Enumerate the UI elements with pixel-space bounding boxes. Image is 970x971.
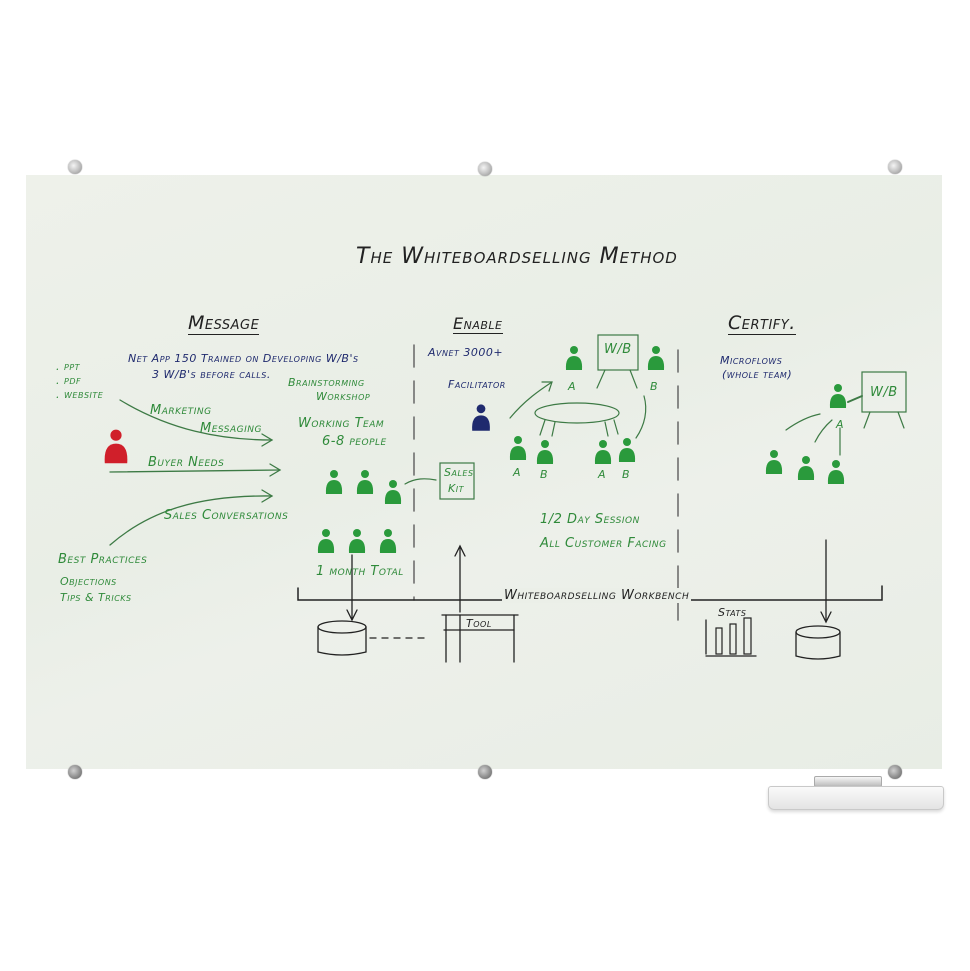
mount-top-left <box>68 160 82 174</box>
label-sales-conversations: Sales Conversations <box>164 508 289 523</box>
message-note-line2: 3 W/B's before calls. <box>152 368 271 381</box>
certify-role-a: A <box>836 418 845 431</box>
mount-top-right <box>888 160 902 174</box>
facilitator-figure-navy <box>472 404 490 431</box>
sales-kit-label-1: Sales <box>444 466 474 479</box>
whole-team-label: (whole team) <box>722 368 793 381</box>
bullet-ppt: . ppt <box>56 360 81 373</box>
sales-kit-label-2: Kit <box>448 482 464 495</box>
stats-label: Stats <box>718 606 747 619</box>
buyer-figure-red <box>104 429 128 464</box>
label-messaging: Messaging <box>200 421 262 436</box>
enable-wb-label: W/B <box>604 342 632 357</box>
role-b-top: B <box>650 380 659 393</box>
label-marketing: Marketing <box>150 403 212 418</box>
workshop-label: Workshop <box>316 390 371 403</box>
facilitator-label: Facilitator <box>448 378 506 391</box>
brainstorming-label: Brainstorming <box>288 376 365 389</box>
objections: Objections <box>60 575 117 588</box>
tips-tricks: Tips & Tricks <box>60 591 132 604</box>
role-a-1: A <box>513 466 522 479</box>
session-label: 1/2 Day Session <box>540 512 640 527</box>
workbench-label: Whiteboardselling Workbench <box>502 588 692 603</box>
message-heading: Message <box>188 312 260 335</box>
board-title: The Whiteboardselling Method <box>356 244 678 269</box>
mount-bottom-center <box>478 765 492 779</box>
role-b-1: B <box>540 468 549 481</box>
glass-whiteboard <box>26 175 942 769</box>
role-a-top: A <box>568 380 577 393</box>
mount-bottom-left <box>68 765 82 779</box>
mount-top-center <box>478 162 492 176</box>
mount-bottom-right <box>888 765 902 779</box>
role-b-2: B <box>622 468 631 481</box>
certify-wb-label: W/B <box>870 385 898 400</box>
tool-label: Tool <box>466 617 492 630</box>
bullet-pdf: . pdf <box>56 374 82 387</box>
working-team-label: Working Team <box>298 416 385 431</box>
marker-tray <box>768 786 944 810</box>
audience-label: Avnet 3000+ <box>428 346 504 359</box>
microflows-label: Microflows <box>720 354 783 367</box>
certify-heading: Certify. <box>728 312 796 335</box>
enable-heading: Enable <box>453 314 503 334</box>
bullet-website: . website <box>56 388 104 401</box>
customer-facing-label: All Customer Facing <box>540 536 667 551</box>
role-a-2: A <box>598 468 607 481</box>
best-practices: Best Practices <box>58 552 148 567</box>
team-size-label: 6-8 people <box>322 434 387 449</box>
duration-label: 1 month Total <box>316 564 404 579</box>
label-buyer-needs: Buyer Needs <box>148 455 225 470</box>
message-note-line1: Net App 150 Trained on Developing W/B's <box>128 352 359 365</box>
